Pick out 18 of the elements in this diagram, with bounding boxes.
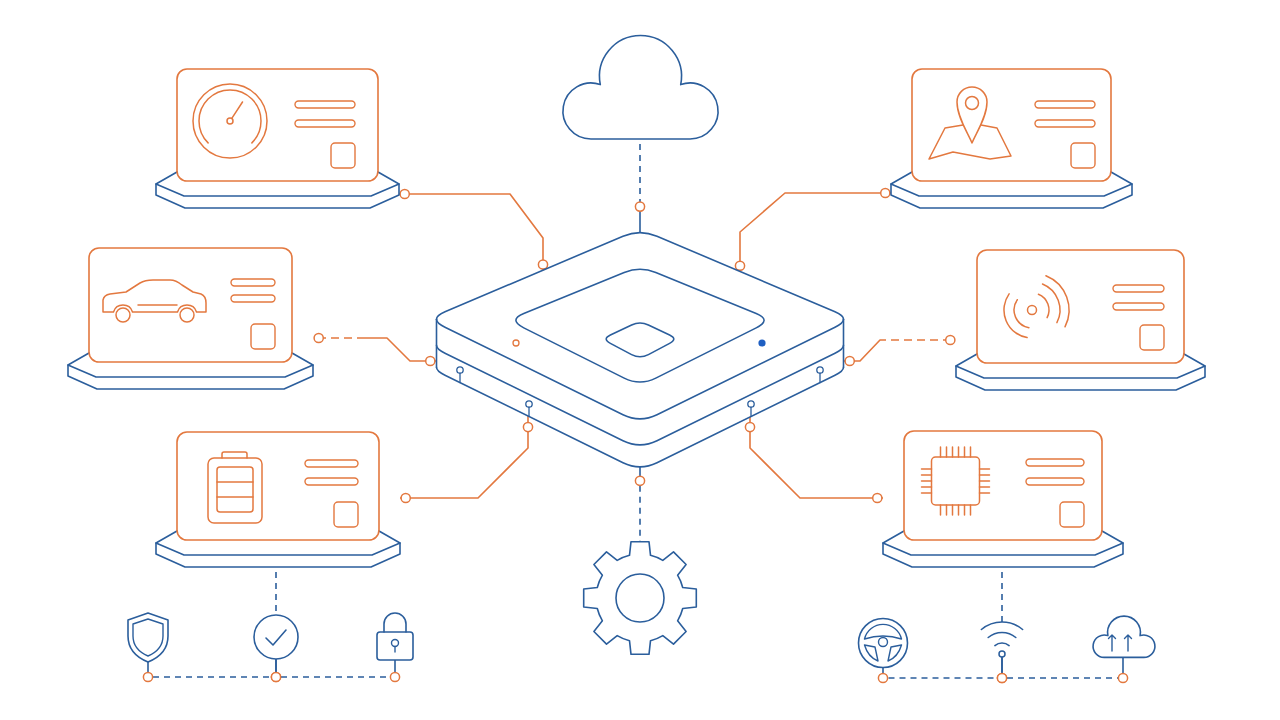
- info-card: [67, 247, 314, 390]
- info-card: [155, 431, 401, 568]
- lock-icon: [376, 612, 414, 661]
- info-card: [882, 430, 1124, 568]
- dashed-connector: [843, 334, 957, 367]
- cloud-icon: [562, 34, 719, 140]
- steering-wheel-icon: [857, 617, 909, 669]
- check-circle-icon: [253, 614, 299, 660]
- info-card: [890, 68, 1133, 209]
- wifi-icon: [980, 621, 1024, 658]
- info-card: [955, 249, 1206, 391]
- dashed-connector: [996, 656, 1129, 684]
- info-card: [155, 68, 400, 209]
- cloud-upload-icon: [1092, 615, 1156, 659]
- shield-icon: [127, 612, 169, 663]
- gear-icon: [582, 540, 698, 656]
- dashed-connector: [312, 332, 437, 367]
- dashed-connector: [270, 658, 401, 683]
